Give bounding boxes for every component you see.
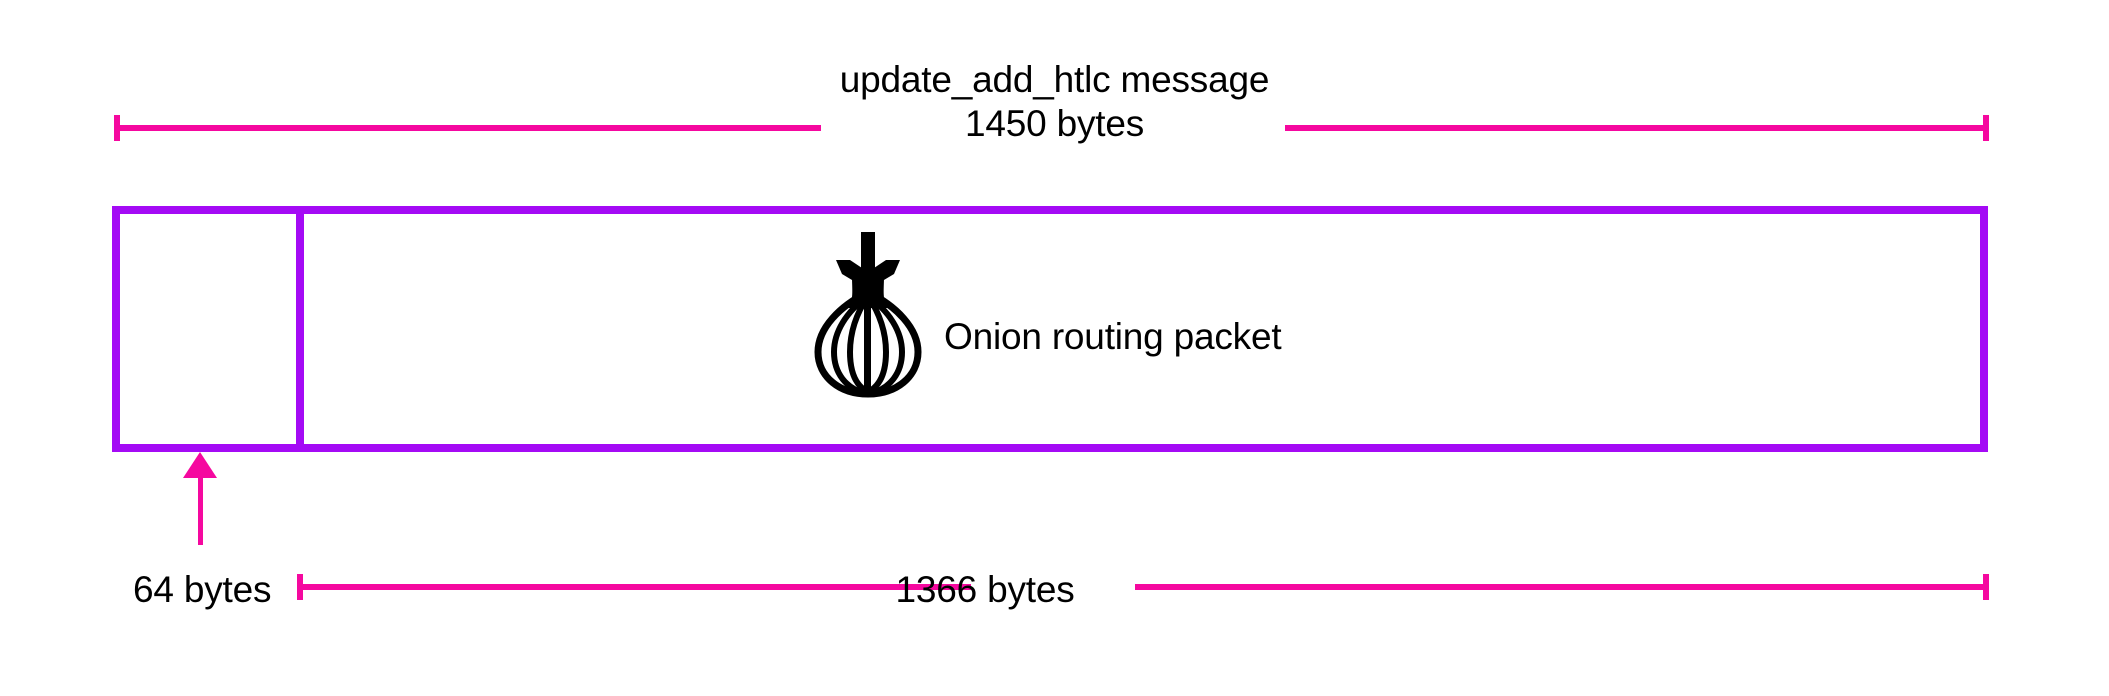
onion-routing-packet-caption: Onion routing packet — [944, 316, 1282, 357]
onion-icon — [806, 228, 930, 398]
bottom-dimension-line-right — [1135, 584, 1989, 590]
top-dimension-line-left — [114, 125, 821, 131]
bottom-dimension-tick-right — [1983, 574, 1989, 600]
top-dimension-line-right — [1285, 125, 1989, 131]
packet-rectangle — [112, 206, 1988, 452]
message-title: update_add_htlc message 1450 bytes — [0, 58, 2109, 145]
message-title-line1: update_add_htlc message — [839, 59, 1270, 100]
bottom-dimension-line-left — [297, 584, 971, 590]
message-size-line2: 1450 bytes — [964, 102, 1145, 144]
top-dimension-tick-right — [1983, 115, 1989, 141]
packet-field-divider — [296, 206, 304, 452]
right-field-size-label: 1366 bytes — [895, 569, 1075, 610]
left-field-size-label: 64 bytes — [133, 569, 272, 610]
callout-arrow-shaft — [198, 475, 203, 545]
callout-arrow-head-icon — [183, 452, 217, 478]
